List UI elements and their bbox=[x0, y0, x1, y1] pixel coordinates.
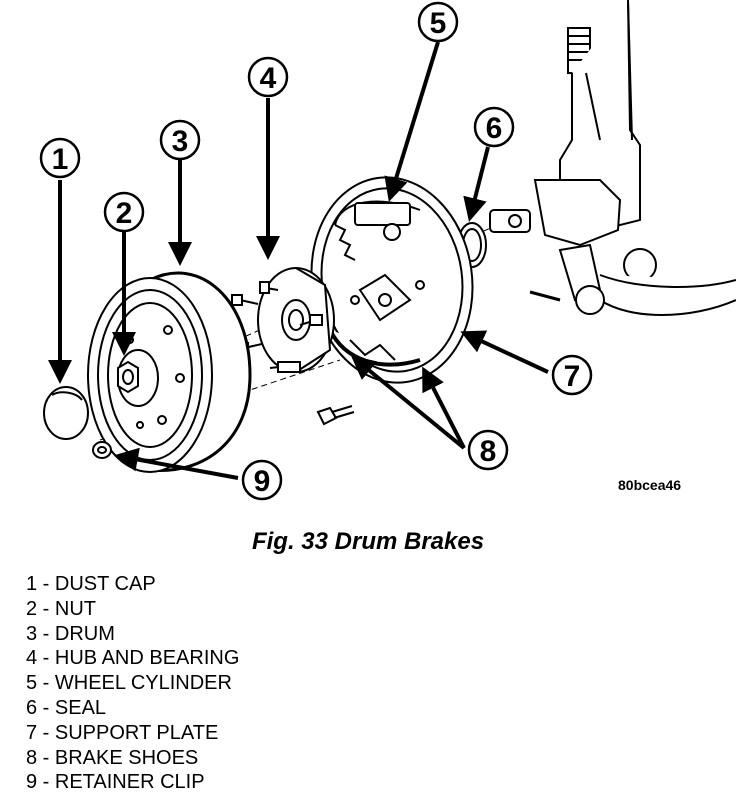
callout-7: 7 bbox=[551, 354, 593, 396]
legend-item: 3 - DRUM bbox=[26, 622, 115, 645]
callout-3: 3 bbox=[159, 119, 201, 161]
callout-9-label: 9 bbox=[254, 465, 271, 498]
parts-legend: 1 - DUST CAP 2 - NUT 3 - DRUM 4 - HUB AN… bbox=[26, 572, 239, 795]
callout-3-label: 3 bbox=[172, 125, 189, 158]
brake-drum bbox=[87, 271, 252, 473]
callout-1-label: 1 bbox=[52, 143, 69, 176]
callout-2-label: 2 bbox=[116, 197, 133, 230]
legend-item: 7 - SUPPORT PLATE bbox=[26, 721, 219, 744]
callout-2: 2 bbox=[103, 191, 145, 233]
callout-8: 8 bbox=[467, 429, 509, 471]
callout-5: 5 bbox=[417, 1, 459, 43]
callout-4-label: 4 bbox=[260, 62, 277, 95]
legend-item: 9 - RETAINER CLIP bbox=[26, 771, 205, 794]
callout-6-label: 6 bbox=[486, 112, 503, 145]
drum-brake-exploded-diagram: 1 2 3 4 5 6 7 8 9 bbox=[39, 0, 736, 501]
callout-5-label: 5 bbox=[430, 7, 447, 40]
hub-and-bearing bbox=[231, 267, 335, 373]
callout-7-label: 7 bbox=[564, 360, 581, 393]
legend-item: 1 - DUST CAP bbox=[26, 573, 156, 595]
legend-item: 5 - WHEEL CYLINDER bbox=[26, 672, 232, 695]
legend-item: 2 - NUT bbox=[26, 597, 96, 620]
backing-plate-assembly bbox=[310, 176, 474, 384]
figure-reference-code: 80bcea46 bbox=[618, 477, 682, 493]
suspension-strut bbox=[489, 0, 736, 316]
leader-arrows bbox=[48, 41, 549, 480]
spindle-nut bbox=[117, 360, 139, 394]
figure-caption: Fig. 33 Drum Brakes bbox=[251, 528, 485, 555]
retainer-clip bbox=[92, 441, 112, 459]
callout-8-label: 8 bbox=[480, 435, 497, 468]
callout-6: 6 bbox=[473, 106, 515, 148]
legend-item: 6 - SEAL bbox=[26, 696, 107, 719]
dust-cap bbox=[43, 386, 89, 440]
legend-item: 4 - HUB AND BEARING bbox=[26, 647, 240, 670]
callout-1: 1 bbox=[39, 137, 81, 179]
callout-4: 4 bbox=[247, 56, 289, 98]
legend-item: 8 - BRAKE SHOES bbox=[26, 746, 199, 769]
mounting-bolt bbox=[316, 405, 355, 426]
callout-9: 9 bbox=[241, 459, 283, 501]
